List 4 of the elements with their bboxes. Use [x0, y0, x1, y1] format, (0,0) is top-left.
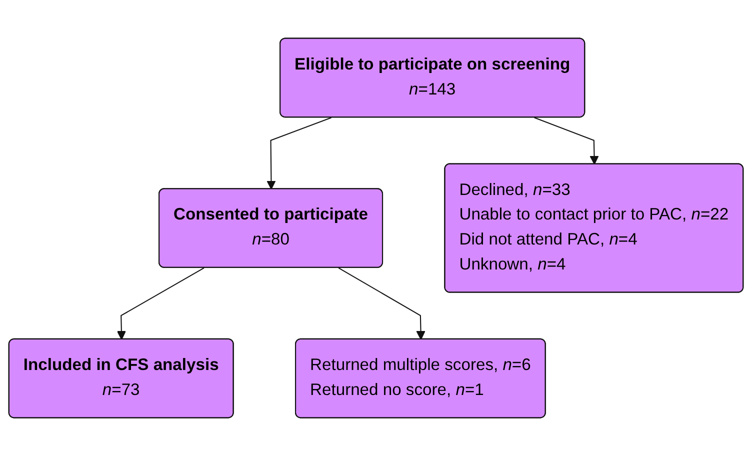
arrow [534, 116, 599, 164]
arrow [338, 266, 426, 340]
arrow [266, 116, 332, 190]
arrow [116, 266, 204, 340]
